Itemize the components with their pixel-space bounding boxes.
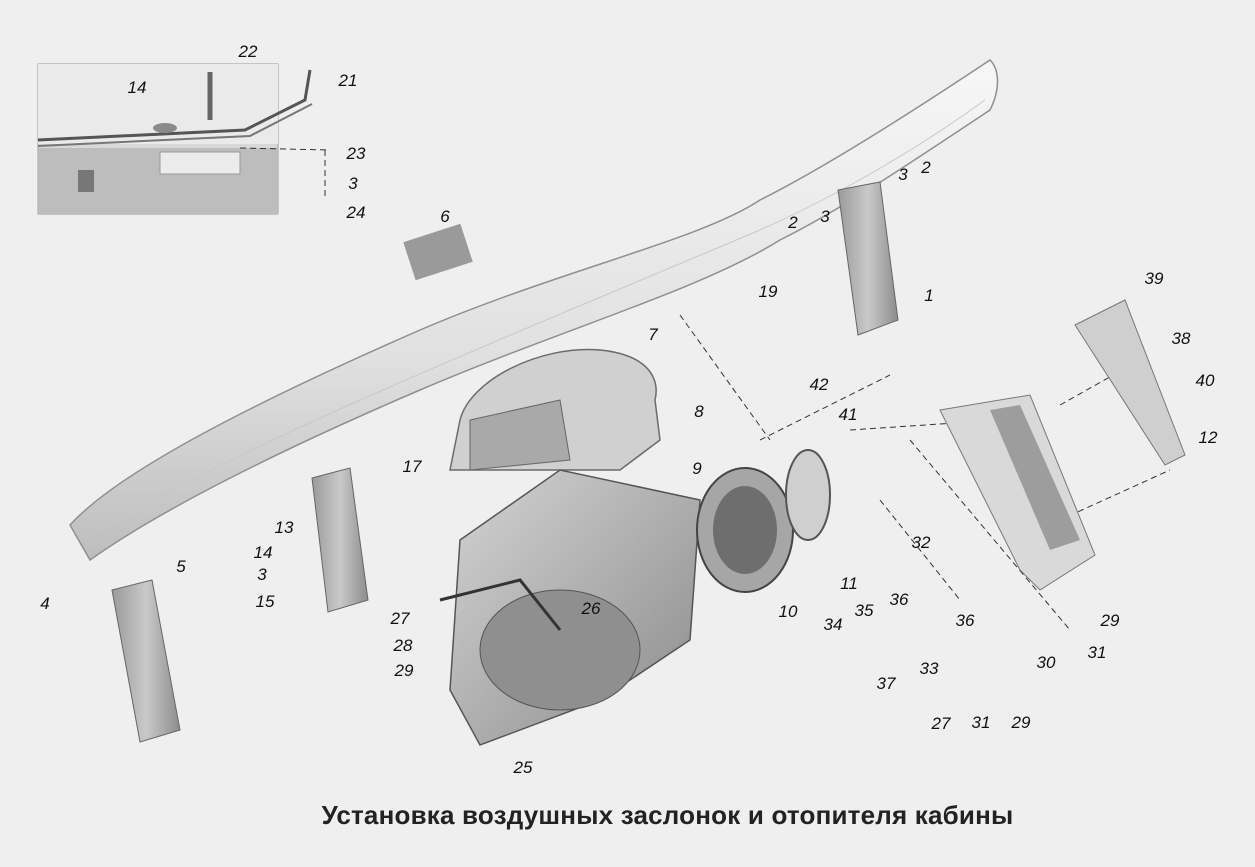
heater-fan — [696, 449, 831, 593]
heater-unit — [439, 469, 701, 746]
callout-label: 10 — [779, 602, 798, 621]
callout-label: 23 — [346, 144, 366, 163]
control-panel — [939, 299, 1186, 591]
callout-label: 25 — [513, 758, 533, 777]
callout-label: 31 — [972, 713, 991, 732]
callout-label: 4 — [40, 594, 49, 613]
callout-label: 37 — [877, 674, 896, 693]
callout-label: 29 — [1100, 611, 1120, 630]
callout-label: 34 — [824, 615, 843, 634]
callout-label: 8 — [694, 402, 704, 421]
callout-label: 36 — [956, 611, 975, 630]
diagram-caption: Установка воздушных заслонок и отопителя… — [321, 800, 1014, 830]
callout-label: 5 — [176, 557, 186, 576]
callout-label: 15 — [256, 592, 275, 611]
callout-label: 6 — [440, 207, 450, 226]
callout-label: 14 — [128, 78, 147, 97]
callout-label: 12 — [1199, 428, 1218, 447]
damper-housing — [449, 348, 661, 471]
callout-label: 27 — [390, 609, 410, 628]
callout-label: 2 — [920, 158, 931, 177]
callout-label: 3 — [257, 565, 267, 584]
callout-label: 22 — [238, 42, 258, 61]
detail-inset — [37, 63, 313, 215]
callout-label: 26 — [581, 599, 601, 618]
callout-label: 24 — [346, 203, 366, 222]
callout-label: 42 — [810, 375, 829, 394]
callout-label: 7 — [648, 325, 658, 344]
leader-lines — [239, 147, 1171, 631]
callout-label: 21 — [338, 71, 358, 90]
callout-label: 27 — [931, 714, 951, 733]
callout-label: 14 — [254, 543, 273, 562]
air-ducts — [111, 181, 899, 743]
callout-label: 35 — [855, 601, 874, 620]
callout-label: 39 — [1145, 269, 1164, 288]
callout-label: 13 — [275, 518, 294, 537]
callout-label: 41 — [839, 405, 858, 424]
callout-label: 28 — [393, 636, 413, 655]
callout-label: 3 — [820, 207, 830, 226]
callout-label: 33 — [920, 659, 939, 678]
callout-label: 3 — [348, 174, 358, 193]
callout-label: 9 — [692, 459, 702, 478]
callout-label: 29 — [394, 661, 414, 680]
callout-label: 29 — [1011, 713, 1031, 732]
callout-label: 36 — [890, 590, 909, 609]
callout-label: 19 — [759, 282, 778, 301]
callout-label: 32 — [912, 533, 931, 552]
callout-label: 1 — [924, 286, 933, 305]
callout-label: 11 — [840, 574, 858, 593]
callout-label: 31 — [1088, 643, 1107, 662]
callout-label: 3 — [898, 165, 908, 184]
callout-label: 40 — [1196, 371, 1215, 390]
callout-label: 38 — [1172, 329, 1191, 348]
callout-label: 17 — [403, 457, 422, 476]
callout-label: 30 — [1037, 653, 1056, 672]
callout-label: 2 — [787, 213, 798, 232]
instrument-panel — [69, 59, 999, 562]
